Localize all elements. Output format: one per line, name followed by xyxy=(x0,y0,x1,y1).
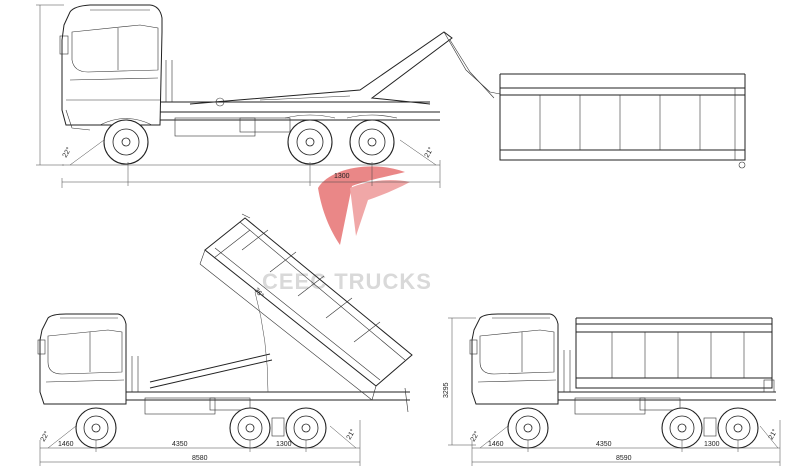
dim-angle-rear: 21° xyxy=(423,146,435,159)
truck-loading-view: 1300 22° 21° xyxy=(36,4,746,188)
dim-angle-front: 22° xyxy=(469,430,481,443)
rear-wheel-2 xyxy=(717,407,759,449)
container-bin xyxy=(499,73,746,169)
dim-wheelbase: 4350 xyxy=(596,441,612,448)
rear-wheel-2 xyxy=(349,119,395,165)
dim-tandem: 1300 xyxy=(704,441,720,448)
dim-height: 3295 xyxy=(443,382,450,398)
dim-angle-rear: 21° xyxy=(767,428,779,441)
truck-transport-view: 3295 xyxy=(443,313,781,466)
loaded-container xyxy=(575,317,775,393)
dim-front-overhang: 1460 xyxy=(488,441,504,448)
dim-angle-front: 22° xyxy=(39,430,51,443)
dim-angle-rear: 21° xyxy=(345,428,357,441)
watermark-text: CEEC TRUCKS xyxy=(262,269,432,294)
cab xyxy=(469,313,559,405)
rear-wheel-1 xyxy=(661,407,703,449)
rear-wheel-1 xyxy=(287,119,333,165)
dim-wheelbase: 4350 xyxy=(172,441,188,448)
cab xyxy=(59,4,163,131)
dim-tandem: 1300 xyxy=(334,173,350,180)
front-wheel xyxy=(507,407,549,449)
dim-front-overhang: 1460 xyxy=(58,441,74,448)
cab xyxy=(37,313,127,405)
watermark-logo-icon xyxy=(318,166,410,245)
dim-overall-length: 8590 xyxy=(616,455,632,462)
watermark: CEEC TRUCKS xyxy=(262,166,432,294)
hook-arm xyxy=(189,31,501,107)
front-wheel xyxy=(103,119,149,165)
dim-overall-length: 8580 xyxy=(192,455,208,462)
dim-tandem: 1300 xyxy=(276,441,292,448)
tipped-container xyxy=(199,213,413,413)
dim-angle-front: 22° xyxy=(61,146,73,159)
truck-dumping-view: 36° 1460 4350 1300 8580 2 xyxy=(37,213,413,466)
